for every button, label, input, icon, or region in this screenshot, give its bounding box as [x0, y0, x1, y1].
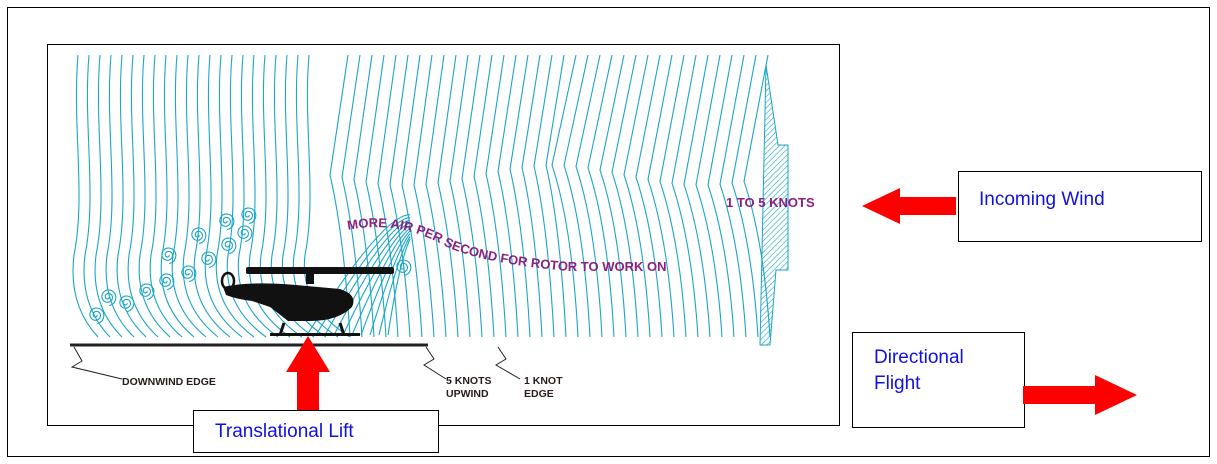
streamlines: [72, 54, 771, 338]
incoming-wind-box: Incoming Wind: [958, 171, 1202, 242]
caption-speed: 1 TO 5 KNOTS: [726, 195, 815, 210]
leader-5knots: [423, 346, 447, 380]
directional-flight-label: Directional Flight: [874, 347, 964, 394]
label-1knot-line2: EDGE: [524, 388, 554, 400]
translational-lift-label: Translational Lift: [215, 421, 354, 442]
outer-frame: [7, 7, 1210, 457]
wind-front-hatch: [759, 64, 789, 346]
airflow-illustration: MORE AIR PER SECOND FOR ROTOR TO WORK ON…: [70, 54, 815, 400]
leader-downwind: [70, 346, 123, 380]
airflow-diagram: MORE AIR PER SECOND FOR ROTOR TO WORK ON…: [47, 44, 840, 426]
leader-1knot: [495, 346, 521, 380]
label-1knot-line1: 1 KNOT: [524, 375, 563, 387]
arrow-right-icon: [1023, 375, 1137, 415]
translational-lift-box: Translational Lift: [193, 410, 439, 453]
directional-flight-box: Directional Flight: [852, 332, 1025, 428]
helicopter-silhouette: [220, 267, 394, 336]
label-downwind-edge: DOWNWIND EDGE: [122, 376, 216, 388]
incoming-wind-label: Incoming Wind: [979, 189, 1105, 210]
vortex-swirls: [89, 207, 412, 325]
arrow-left-icon: [862, 188, 956, 224]
arrow-up-icon: [286, 336, 330, 410]
label-5knots-line1: 5 KNOTS: [446, 375, 492, 387]
label-5knots-line2: UPWIND: [446, 388, 489, 400]
